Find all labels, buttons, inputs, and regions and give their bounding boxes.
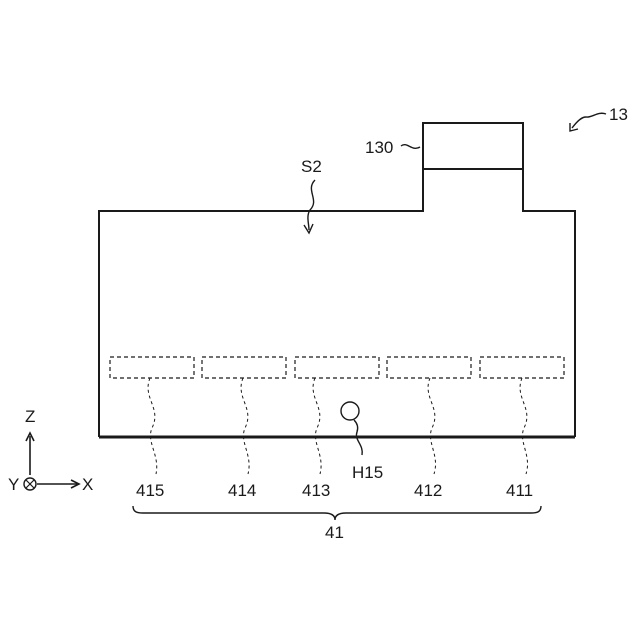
leader-415 xyxy=(148,378,157,474)
leader-413 xyxy=(313,378,321,474)
label-element-413: 413 xyxy=(302,481,330,500)
leader-414 xyxy=(241,378,249,474)
housing-outline xyxy=(99,169,575,437)
leader-411 xyxy=(520,378,527,474)
leader-412 xyxy=(428,378,435,474)
element-411-box xyxy=(480,357,564,378)
element-413-box xyxy=(295,357,379,378)
leader-space xyxy=(308,180,315,230)
top-block xyxy=(423,123,523,169)
label-assembly: 13 xyxy=(609,105,628,124)
element-415-box xyxy=(110,357,194,378)
label-top-block: 130 xyxy=(365,138,393,157)
z-axis-label: Z xyxy=(25,407,35,426)
x-axis-label: X xyxy=(82,475,93,494)
group-brace xyxy=(133,506,541,520)
label-space: S2 xyxy=(301,157,322,176)
label-hole: H15 xyxy=(352,463,383,482)
hole-H15 xyxy=(341,402,359,420)
y-axis-label: Y xyxy=(8,475,19,494)
element-414-box xyxy=(202,357,286,378)
label-element-412: 412 xyxy=(414,481,442,500)
label-element-411: 411 xyxy=(506,481,533,500)
leader-assembly xyxy=(572,113,606,128)
element-412-box xyxy=(387,357,471,378)
label-element-415: 415 xyxy=(136,481,164,500)
label-element-414: 414 xyxy=(228,481,256,500)
leader-top-block xyxy=(401,145,420,149)
label-group: 41 xyxy=(325,523,344,542)
axes-indicator: Z X Y xyxy=(8,407,93,494)
leader-assembly-arrowhead xyxy=(570,123,578,131)
